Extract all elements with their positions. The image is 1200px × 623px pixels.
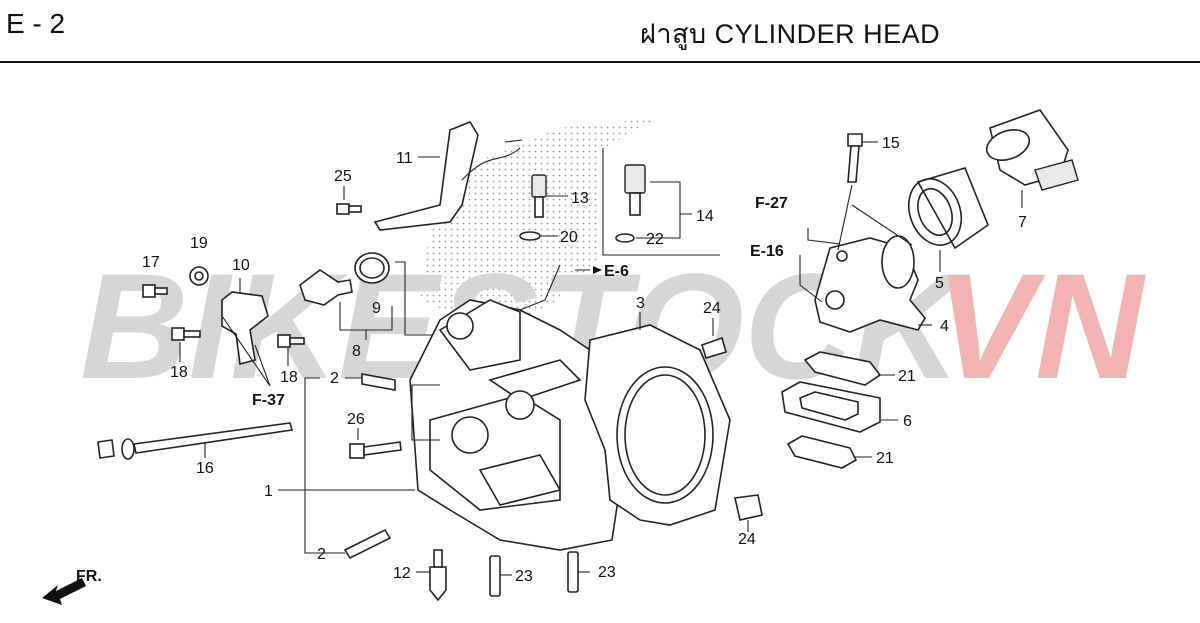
ref-label-f27: F-27: [755, 195, 788, 212]
part-14-group: [602, 148, 720, 256]
callout-1: 1: [264, 483, 273, 500]
callout-13: 13: [571, 190, 589, 207]
callout-24: 24: [703, 300, 721, 317]
part-19-washer: [189, 266, 209, 286]
part-23-stud-a: [489, 555, 512, 597]
callout-23: 23: [598, 564, 616, 581]
callout-21: 21: [898, 368, 916, 385]
callout-17: 17: [142, 254, 160, 271]
callout-21: 21: [876, 450, 894, 467]
callout-18: 18: [170, 364, 188, 381]
part-2-guide-top: [361, 373, 396, 391]
callout-14: 14: [696, 208, 714, 225]
part-24-dowel-bottom: [734, 494, 763, 532]
callout-9: 9: [372, 300, 381, 317]
part-1-cylinder-head: [278, 299, 631, 551]
callout-2: 2: [317, 546, 326, 563]
part-6-plate: [781, 381, 898, 433]
callout-7: 7: [1018, 214, 1027, 231]
callout-15: 15: [882, 135, 900, 152]
callout-26: 26: [347, 411, 365, 428]
ref-label-e16: E-16: [750, 243, 784, 260]
part-2-guide-bottom: [343, 528, 392, 560]
page-title: ฝาสูบ CYLINDER HEAD: [640, 19, 941, 49]
callout-5: 5: [935, 275, 944, 292]
callout-25: 25: [334, 168, 352, 185]
part-16-stud-bolt: [97, 422, 294, 460]
callout-12: 12: [393, 565, 411, 582]
part-4-intake-pipe: [799, 228, 932, 333]
part-21-o-ring-bottom: [786, 435, 872, 469]
front-direction-arrow: FR.: [42, 568, 102, 605]
callout-3: 3: [636, 295, 645, 312]
watermark-red: VN: [935, 242, 1146, 410]
callout-11: 11: [396, 150, 413, 167]
ref-label-e6: E-6: [604, 263, 629, 280]
part-12-spark-plug: [416, 549, 447, 602]
part-24-dowel-top: [701, 318, 727, 359]
svg-text:FR.: FR.: [76, 568, 102, 585]
callout-6: 6: [903, 413, 912, 430]
callout-16: 16: [196, 460, 214, 477]
part-15-bolt: [837, 133, 913, 251]
page-header: E - 2 ฝาสูบ CYLINDER HEAD: [0, 0, 1200, 63]
part-23-stud-b: [567, 551, 590, 593]
part-5-insulator: [907, 167, 989, 272]
part-11-bracket: [373, 121, 523, 231]
callout-23: 23: [515, 568, 533, 585]
part-8-thermostat: [299, 269, 393, 340]
part-3-gasket: [584, 312, 731, 526]
part-7-band: [985, 109, 1079, 208]
part-21-o-ring-top: [803, 351, 895, 386]
page-code: E - 2: [6, 8, 66, 39]
ref-label-f37: F-37: [252, 392, 285, 409]
callout-18: 18: [280, 369, 298, 386]
header-divider: [0, 61, 1200, 63]
shaded-area: [420, 118, 660, 320]
part-18-bolt-b: [277, 334, 305, 366]
callout-2: 2: [330, 370, 339, 387]
callout-8: 8: [352, 343, 361, 360]
callout-4: 4: [940, 318, 949, 335]
part-26-bolt: [349, 428, 402, 459]
part-18-bolt-a: [171, 327, 201, 362]
callout-19: 19: [190, 235, 208, 252]
callout-24: 24: [738, 531, 756, 548]
callout-10: 10: [232, 257, 250, 274]
part-13-sensor: [531, 174, 568, 218]
part-25-bolt: [336, 186, 362, 215]
part-17-bolt: [142, 284, 168, 298]
callout-20: 20: [560, 229, 578, 246]
part-20-washer: [519, 231, 541, 241]
callout-22: 22: [646, 231, 664, 248]
part-10-housing: [221, 278, 269, 366]
